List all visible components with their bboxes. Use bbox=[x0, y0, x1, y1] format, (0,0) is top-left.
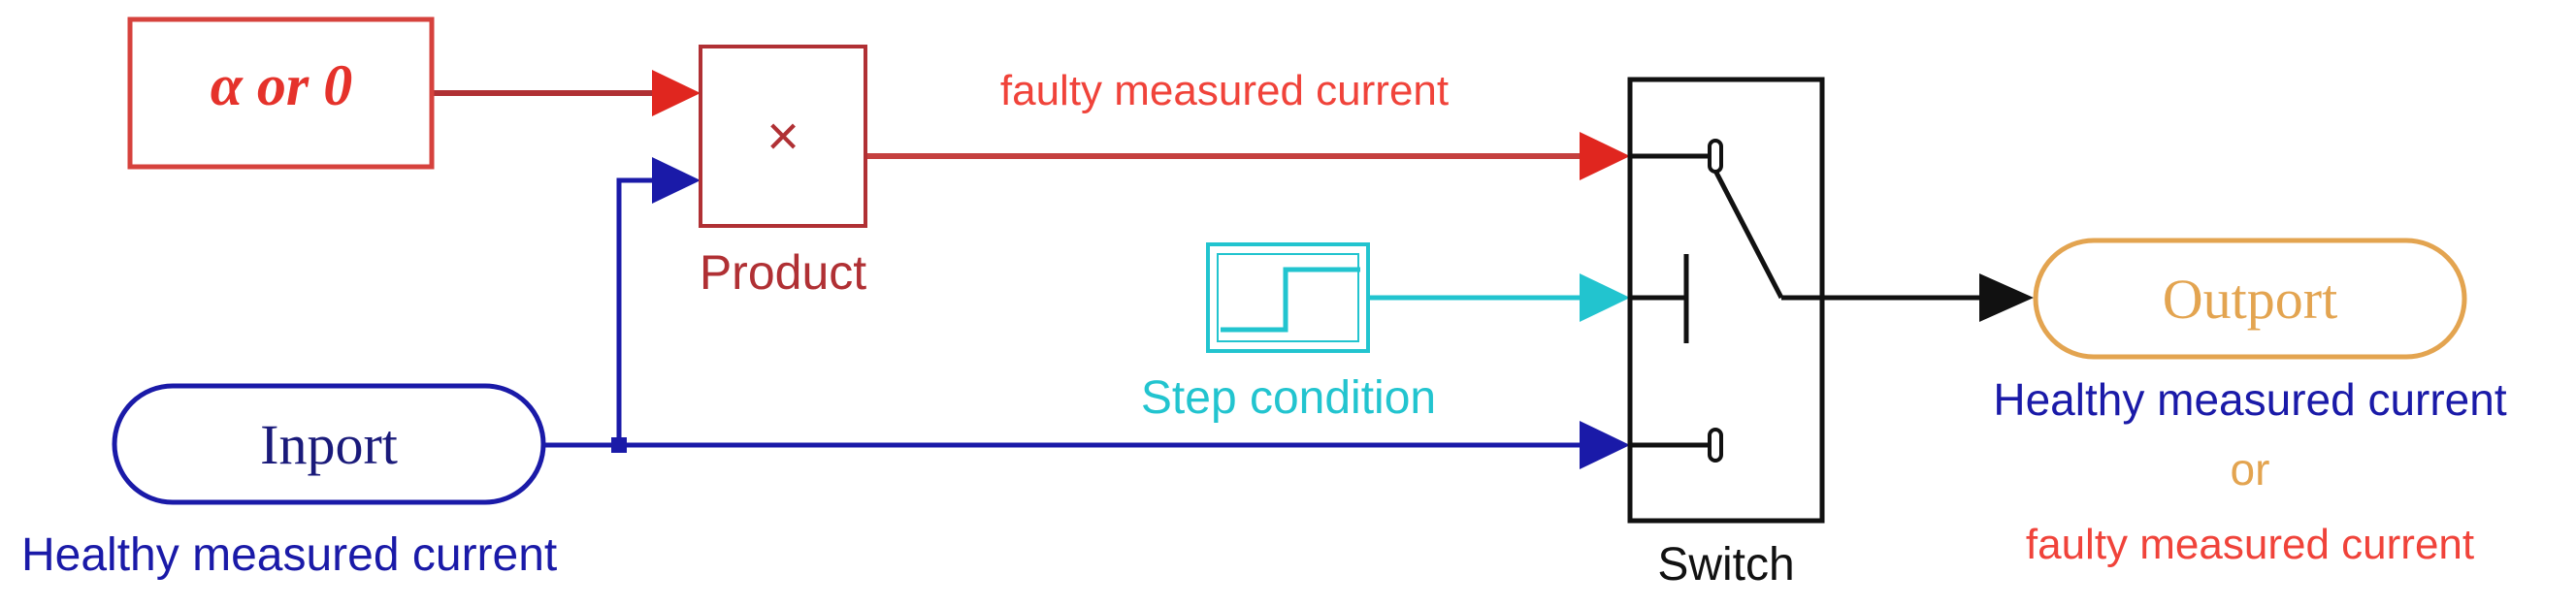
switch-contact-top bbox=[1708, 139, 1723, 174]
step-block[interactable] bbox=[1206, 242, 1370, 353]
product-symbol: × bbox=[766, 105, 799, 168]
step-icon bbox=[1221, 267, 1360, 333]
switch-contact-bottom bbox=[1708, 428, 1723, 463]
wire-inport-branch-to-product bbox=[616, 177, 660, 445]
arrow-inport-to-switch bbox=[1580, 421, 1630, 469]
outport-label: Outport bbox=[2163, 268, 2337, 331]
arrow-switch-to-outport bbox=[1979, 273, 2034, 322]
outport-caption-line1: Healthy measured current bbox=[1993, 374, 2506, 425]
inport-label: Inport bbox=[260, 413, 398, 476]
arrow-step-to-switch bbox=[1580, 273, 1630, 322]
inport-caption: Healthy measured current bbox=[21, 529, 557, 581]
outport-caption-line2: or bbox=[2231, 444, 2270, 495]
product-label: Product bbox=[700, 245, 866, 300]
step-label: Step condition bbox=[1141, 372, 1436, 424]
constant-block[interactable]: α or 0 bbox=[127, 16, 435, 170]
switch-block[interactable] bbox=[1627, 77, 1825, 524]
switch-lever bbox=[1712, 169, 1784, 300]
arrow-constant-to-product bbox=[652, 70, 701, 116]
product-block[interactable]: × bbox=[699, 45, 867, 228]
branch-point bbox=[611, 437, 627, 453]
arrow-inport-to-product bbox=[652, 157, 701, 204]
outport-caption-line3: faulty measured current bbox=[2026, 521, 2474, 568]
inport-block[interactable]: Inport bbox=[112, 383, 546, 505]
switch-label: Switch bbox=[1657, 539, 1794, 591]
constant-label: α or 0 bbox=[211, 53, 353, 117]
signal-label-faulty: faulty measured current bbox=[1000, 67, 1449, 114]
outport-block[interactable]: Outport bbox=[2033, 238, 2467, 360]
arrow-product-to-switch bbox=[1580, 132, 1630, 180]
